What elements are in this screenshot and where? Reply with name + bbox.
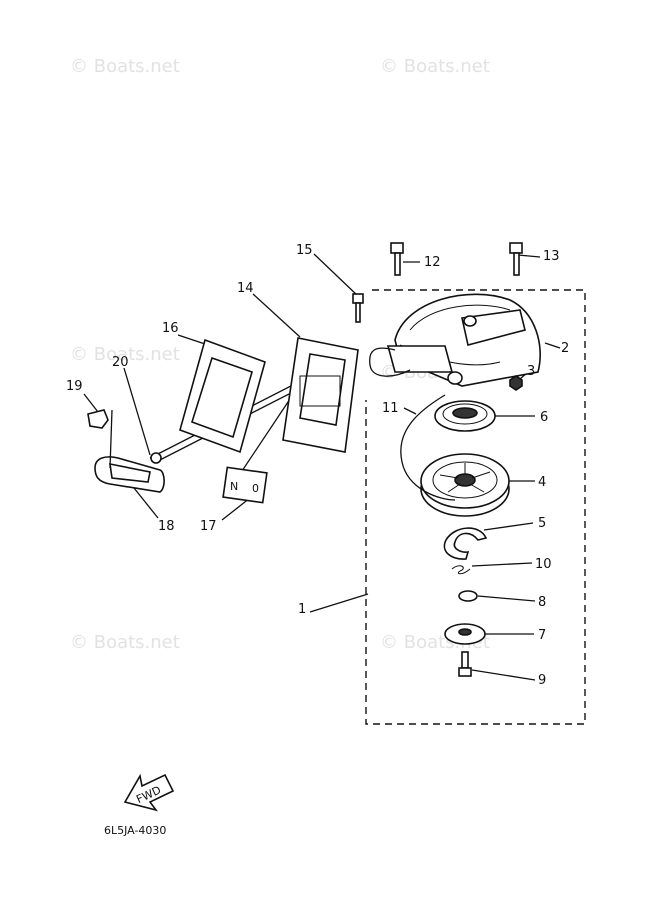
neutral-cable (369, 347, 411, 377)
drive-plate (443, 527, 488, 560)
callout-19: 19 (66, 379, 83, 394)
callout-14: 14 (237, 281, 254, 296)
callout-18: 18 (158, 519, 175, 534)
callouts: 1 2 3 4 5 6 7 8 9 10 11 12 13 14 15 16 1… (66, 243, 569, 688)
starter-rope (400, 394, 456, 501)
fwd-arrow: FWD (123, 773, 175, 812)
neutral-label-17: N 0 (222, 466, 268, 504)
diagram-code: 6L5JA-4030 (104, 824, 166, 837)
callout-11: 11 (382, 401, 399, 416)
callout-16: 16 (162, 321, 179, 336)
callout-15: 15 (296, 243, 313, 258)
spiral-spring (434, 400, 496, 432)
callout-2: 2 (561, 341, 569, 356)
callout-1: 1 (298, 602, 306, 617)
callout-20: 20 (112, 355, 129, 370)
bolt-15 (352, 293, 364, 323)
callout-9: 9 (538, 673, 546, 688)
plate-7 (444, 623, 486, 645)
callout-8: 8 (538, 595, 546, 610)
callout-7: 7 (538, 628, 546, 643)
frame-14 (282, 337, 359, 453)
callout-5: 5 (538, 516, 546, 531)
cap-19 (87, 409, 109, 429)
callout-3: 3 (527, 364, 535, 379)
callout-10: 10 (535, 557, 552, 572)
starter-handle (94, 409, 165, 493)
bolt-12 (390, 242, 404, 276)
leader-lines (83, 253, 561, 681)
watermark-top-left: © Boats.net (70, 56, 180, 77)
watermark-mid-left: © Boats.net (70, 344, 180, 365)
starter-housing (386, 293, 541, 387)
neutral-label-0: 0 (252, 482, 259, 495)
watermark-bottom-left: © Boats.net (70, 632, 180, 653)
callout-6: 6 (540, 410, 548, 425)
nut-3 (509, 375, 523, 391)
bolt-13 (509, 242, 523, 276)
clip-8 (458, 590, 478, 602)
neutral-label-n: N (230, 480, 238, 493)
starter-pulley (420, 453, 510, 517)
spring-10 (451, 565, 471, 575)
bolt-9 (458, 651, 472, 677)
assembly-boundary (365, 289, 586, 725)
watermark-top-right: © Boats.net (380, 56, 490, 77)
callout-4: 4 (538, 475, 546, 490)
callout-17: 17 (200, 519, 217, 534)
callout-13: 13 (543, 249, 560, 264)
callout-12: 12 (424, 255, 441, 270)
guide-16 (179, 338, 266, 454)
